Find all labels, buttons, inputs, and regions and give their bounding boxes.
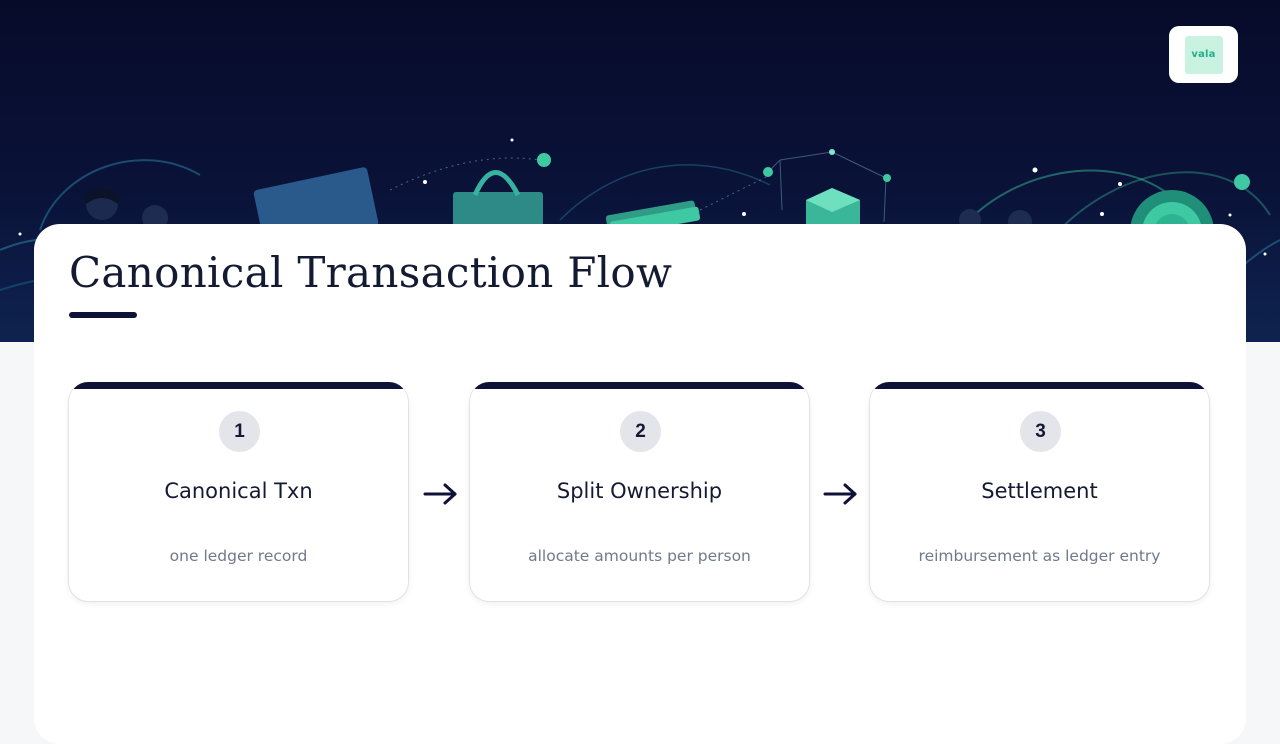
title-underline [69,312,137,318]
arrow-right-icon [423,483,457,505]
step-number: 3 [1020,411,1061,452]
arrow-right-icon [823,483,857,505]
step-title: Settlement [981,479,1098,503]
step-card-2: 2 Split Ownership allocate amounts per p… [469,382,810,602]
logo-badge: vala [1169,26,1238,83]
step-number: 1 [219,411,260,452]
step-title: Canonical Txn [164,479,313,503]
step-subtitle: allocate amounts per person [528,547,751,565]
step-number: 2 [620,411,661,452]
step-card-3: 3 Settlement reimbursement as ledger ent… [869,382,1210,602]
step-subtitle: one ledger record [169,547,308,565]
slide-title: Canonical Transaction Flow [69,248,673,297]
step-card-1: 1 Canonical Txn one ledger record [68,382,409,602]
step-subtitle: reimbursement as ledger entry [918,547,1161,565]
step-title: Split Ownership [556,479,723,503]
content-card: Canonical Transaction Flow 1 Canonical T… [34,224,1246,744]
brand-logo: vala [1184,35,1223,74]
